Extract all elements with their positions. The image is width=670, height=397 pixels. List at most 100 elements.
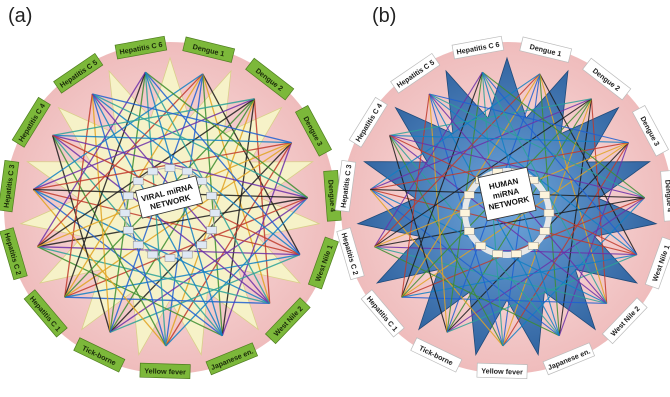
virus-label-box (632, 104, 669, 157)
network-edge (52, 134, 308, 199)
virus-label-7: Yellow fever (139, 362, 191, 379)
network-edge (51, 135, 111, 333)
hub-node (209, 209, 221, 217)
virus-label-box (139, 362, 191, 379)
virus-label-box (582, 57, 632, 101)
network-edge (64, 197, 308, 298)
virus-label-0: Dengue 1 (519, 36, 573, 63)
panel-a-letter: (a) (8, 5, 32, 27)
virus-label-box (451, 35, 505, 60)
network-edge (389, 134, 629, 144)
network-edge (429, 93, 645, 199)
network-edge (37, 246, 300, 256)
virus-label-box (348, 96, 388, 148)
network-edge (374, 71, 483, 247)
panel-a-center-box: VIRAL miRNA NETWORK (135, 175, 203, 219)
virus-label-text: Yellow fever (144, 366, 186, 376)
panel-b-center-box: HUMAN miRNA NETWORK (477, 166, 537, 222)
network-edge (369, 189, 504, 347)
network-edge (52, 134, 223, 337)
network-edge (401, 197, 645, 298)
panel-a-edges (32, 71, 309, 347)
hub-node (463, 191, 475, 199)
hub-node (539, 191, 551, 199)
network-edge (369, 73, 541, 190)
network-edge (109, 72, 147, 333)
virus-label-text: Dengue 4 (326, 179, 337, 212)
virus-label-box (519, 36, 573, 63)
network-edge (33, 141, 292, 191)
network-edge (389, 135, 448, 333)
network-edge (165, 197, 309, 347)
virus-label-11: Hepatitis C 3 (334, 159, 357, 213)
virus-label-box (295, 104, 332, 157)
hub-node (164, 254, 176, 262)
network-edge (64, 253, 301, 298)
network-edge (446, 197, 645, 333)
hub-node (206, 226, 217, 234)
network-edge (64, 73, 204, 298)
virus-label-box (0, 159, 20, 213)
network-edge (144, 71, 301, 256)
network-edge (539, 73, 608, 304)
network-edge (389, 134, 645, 199)
virus-label-box (336, 227, 365, 281)
network-edge (109, 253, 301, 333)
network-edge (370, 142, 629, 191)
panel-a-hub (119, 164, 221, 262)
network-edge (221, 142, 293, 336)
hub-node (181, 250, 193, 259)
network-edge (590, 98, 608, 304)
network-edge (374, 246, 607, 304)
hub-node (543, 209, 555, 217)
virus-label-box (11, 96, 51, 148)
virus-label-14: Hepatitis C 6 (451, 35, 505, 60)
network-edge (370, 98, 592, 191)
network-edge (389, 135, 504, 347)
virus-label-box (0, 227, 28, 281)
virus-label-box (410, 337, 463, 373)
network-edge (37, 98, 255, 248)
hub-node (119, 209, 131, 217)
network-edge (91, 93, 111, 333)
virus-label-box (542, 342, 596, 376)
network-edge (32, 188, 223, 337)
hub-node (196, 177, 208, 185)
virus-label-7: Yellow fever (476, 362, 528, 379)
network-edge (374, 246, 637, 256)
hub-node (511, 250, 522, 258)
network-edge (481, 71, 638, 255)
hub-node (181, 167, 193, 176)
network-edge (221, 98, 256, 336)
network-edge (429, 93, 629, 144)
network-edge (502, 142, 629, 347)
network-edge (253, 98, 271, 304)
virus-label-text: Yellow fever (481, 366, 523, 376)
network-edge (64, 296, 270, 305)
virus-label-text: Dengue 4 (663, 179, 670, 212)
network-edge (165, 98, 256, 347)
hub-node (196, 241, 208, 249)
hub-node (459, 209, 471, 217)
virus-label-box (476, 362, 528, 379)
network-edge (401, 254, 637, 298)
network-edge (374, 73, 541, 248)
network-edge (91, 93, 167, 347)
network-edge (374, 246, 560, 337)
network-edge (92, 93, 292, 144)
hub-node (123, 192, 134, 200)
network-edge (64, 93, 93, 298)
network-edge (401, 72, 483, 298)
network-edge (401, 93, 430, 298)
virus-label-box (307, 236, 339, 290)
virus-label-0: Dengue 1 (182, 36, 236, 63)
network-edge (64, 71, 147, 298)
network-edge (92, 93, 308, 199)
network-edge (369, 189, 560, 337)
network-edge (37, 73, 204, 248)
network-edge (33, 98, 255, 191)
hub-node (206, 192, 217, 200)
network-edge (401, 296, 607, 304)
